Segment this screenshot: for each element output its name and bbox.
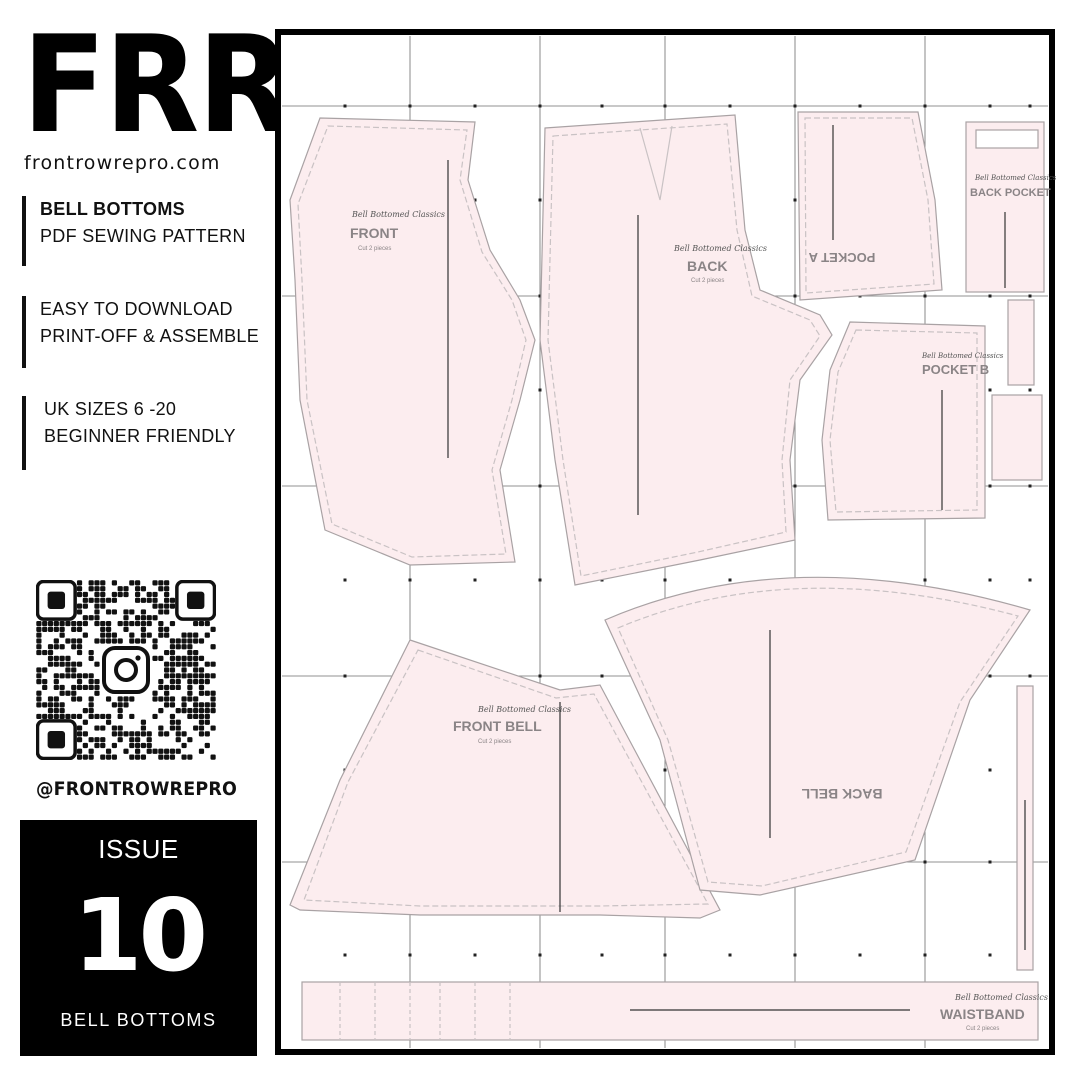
info-block-sizes: UK SIZES 6 -20 BEGINNER FRIENDLY bbox=[22, 396, 236, 470]
pattern-pieces bbox=[289, 111, 1045, 1041]
label-back-bell: BACK BELL bbox=[801, 786, 882, 802]
issue-number: 10 bbox=[72, 877, 208, 994]
front-cut-note: Cut 2 pieces bbox=[358, 246, 391, 252]
front-brand-script: Bell Bottomed Classics bbox=[351, 210, 445, 219]
info-sizes-line2: BEGINNER FRIENDLY bbox=[44, 426, 236, 446]
front-bell-brand-script: Bell Bottomed Classics bbox=[477, 705, 571, 714]
brand-website[interactable]: frontrowrepro.com bbox=[24, 152, 221, 174]
piece-pocket-a bbox=[797, 111, 943, 301]
info-product-title: BELL BOTTOMS bbox=[40, 199, 185, 219]
back-brand-script: Bell Bottomed Classics bbox=[673, 244, 767, 253]
waistband-cut-note: Cut 2 pieces bbox=[966, 1026, 999, 1032]
issue-badge: ISSUE 10 BELL BOTTOMS bbox=[20, 820, 257, 1056]
piece-front-bell bbox=[289, 639, 721, 919]
waistband-brand-script: Bell Bottomed Classics bbox=[954, 993, 1048, 1002]
label-back-pocket: BACK POCKET bbox=[970, 187, 1051, 199]
info-block-product: BELL BOTTOMS PDF SEWING PATTERN bbox=[22, 196, 246, 266]
info-block-download: EASY TO DOWNLOAD PRINT-OFF & ASSEMBLE bbox=[22, 296, 259, 368]
pattern-sheet: Bell Bottomed Classics FRONT Cut 2 piece… bbox=[275, 29, 1056, 1055]
piece-waistband bbox=[301, 981, 1039, 1041]
info-download-line1: EASY TO DOWNLOAD bbox=[40, 299, 233, 319]
label-front: FRONT bbox=[350, 225, 399, 241]
piece-small-tab-b bbox=[991, 394, 1043, 481]
label-waistband: WAISTBAND bbox=[940, 1006, 1025, 1022]
brand-logo: FRR bbox=[22, 7, 292, 163]
info-sizes-line1: UK SIZES 6 -20 bbox=[44, 399, 177, 419]
qr-code-icon[interactable] bbox=[36, 580, 216, 760]
info-product-type: PDF SEWING PATTERN bbox=[40, 226, 246, 246]
pocket-b-brand-script: Bell Bottomed Classics bbox=[921, 352, 1004, 360]
label-back: BACK bbox=[687, 258, 727, 274]
piece-pocket-b bbox=[821, 321, 986, 521]
issue-subtitle: BELL BOTTOMS bbox=[60, 1010, 217, 1030]
info-download-line2: PRINT-OFF & ASSEMBLE bbox=[40, 326, 260, 346]
instagram-handle[interactable]: @FRONTROWREPRO bbox=[36, 778, 238, 800]
piece-back bbox=[539, 114, 833, 586]
issue-label: ISSUE bbox=[98, 834, 179, 864]
piece-small-tab-a bbox=[1007, 299, 1035, 386]
back-pocket-brand-script: Bell Bottomed Classics bbox=[974, 174, 1056, 182]
label-front-bell: FRONT BELL bbox=[453, 718, 542, 734]
back-cut-note: Cut 2 pieces bbox=[691, 278, 724, 284]
front-bell-cut-note: Cut 2 pieces bbox=[478, 739, 511, 745]
piece-front bbox=[289, 117, 536, 566]
piece-labels: Bell Bottomed Classics FRONT Cut 2 piece… bbox=[350, 174, 1056, 1032]
label-pocket-a: POCKET A bbox=[808, 250, 875, 265]
instagram-icon bbox=[102, 646, 150, 694]
piece-back-bell bbox=[604, 576, 1031, 896]
label-pocket-b: POCKET B bbox=[922, 362, 989, 377]
grainlines bbox=[447, 125, 1026, 1011]
